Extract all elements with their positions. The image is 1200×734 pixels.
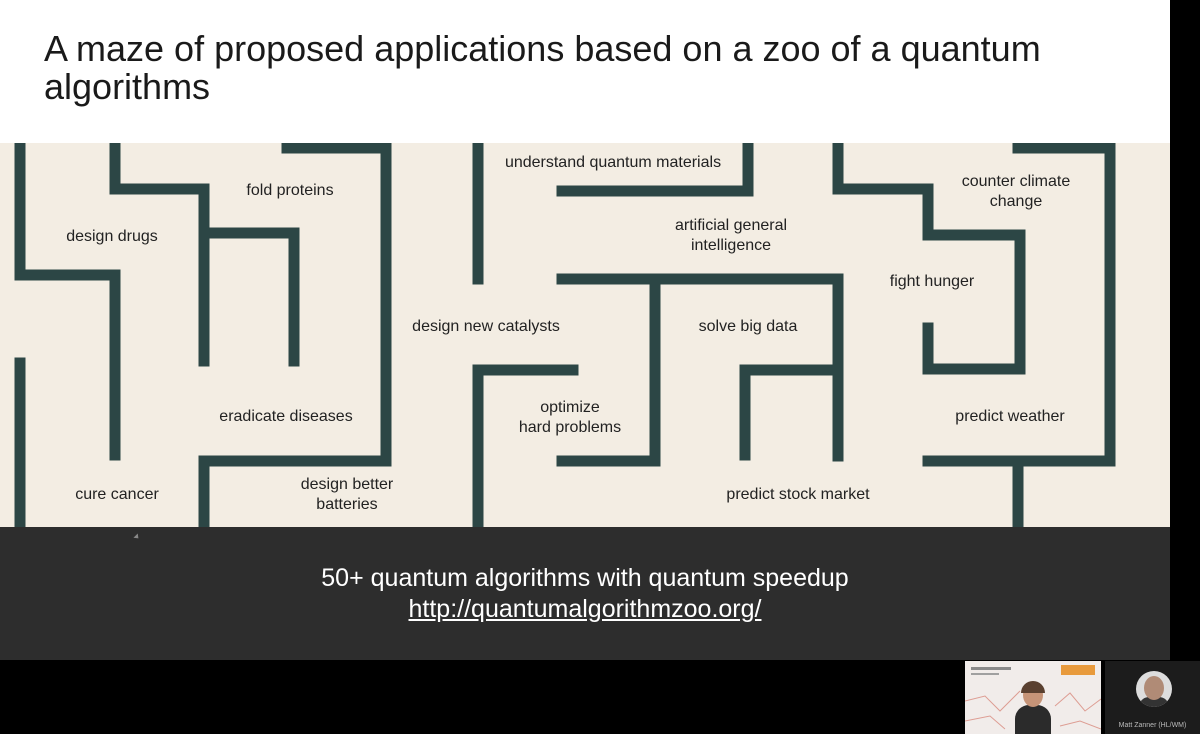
maze-label-optimize-hard-problems: optimize hard problems <box>518 399 622 436</box>
maze-label-predict-weather: predict weather <box>955 408 1065 425</box>
maze-label-artificial-general-intelligence: artificial general intelligence <box>674 217 788 254</box>
slide-title: A maze of proposed applications based on… <box>44 28 1041 107</box>
maze-label-design-better-batteries: design better batteries <box>300 476 394 513</box>
network-lines-icon <box>965 690 1101 730</box>
maze-label-predict-stock-market: predict stock market <box>726 486 870 503</box>
maze-label-fight-hunger: fight hunger <box>889 273 975 290</box>
avatar <box>1136 671 1172 707</box>
maze-label-design-drugs: design drugs <box>66 228 158 245</box>
presenter-figure <box>1015 681 1051 734</box>
presenter-video-thumbnail[interactable] <box>965 661 1101 734</box>
maze-label-design-new-catalysts: design new catalysts <box>412 318 560 335</box>
title-area: A maze of proposed applications based on… <box>0 0 1170 143</box>
thumbnail-banner-line <box>971 667 1011 670</box>
maze-label-solve-big-data: solve big data <box>698 318 798 335</box>
maze-graphic: fold proteins design drugs eradicate dis… <box>0 143 1170 527</box>
thumbnail-banner-subline <box>971 673 999 675</box>
participant-name: Matt Zanner (HL/WM) <box>1118 722 1187 729</box>
maze-label-cure-cancer: cure cancer <box>75 486 159 503</box>
slide-footer: 50+ quantum algorithms with quantum spee… <box>0 527 1170 660</box>
maze-label-eradicate-diseases: eradicate diseases <box>219 408 353 425</box>
maze-label-understand-quantum-materials: understand quantum materials <box>504 154 722 171</box>
event-logo-icon <box>1061 665 1095 675</box>
slide: A maze of proposed applications based on… <box>0 0 1170 660</box>
quantum-algorithm-zoo-link[interactable]: http://quantumalgorithmzoo.org/ <box>408 595 762 623</box>
participant-tile[interactable]: Matt Zanner (HL/WM) <box>1105 661 1200 734</box>
footer-caption: 50+ quantum algorithms with quantum spee… <box>321 564 849 592</box>
maze-label-fold-proteins: fold proteins <box>246 182 334 199</box>
maze-label-counter-climate-change: counter climate change <box>961 173 1071 210</box>
maze-walls <box>14 143 1116 527</box>
